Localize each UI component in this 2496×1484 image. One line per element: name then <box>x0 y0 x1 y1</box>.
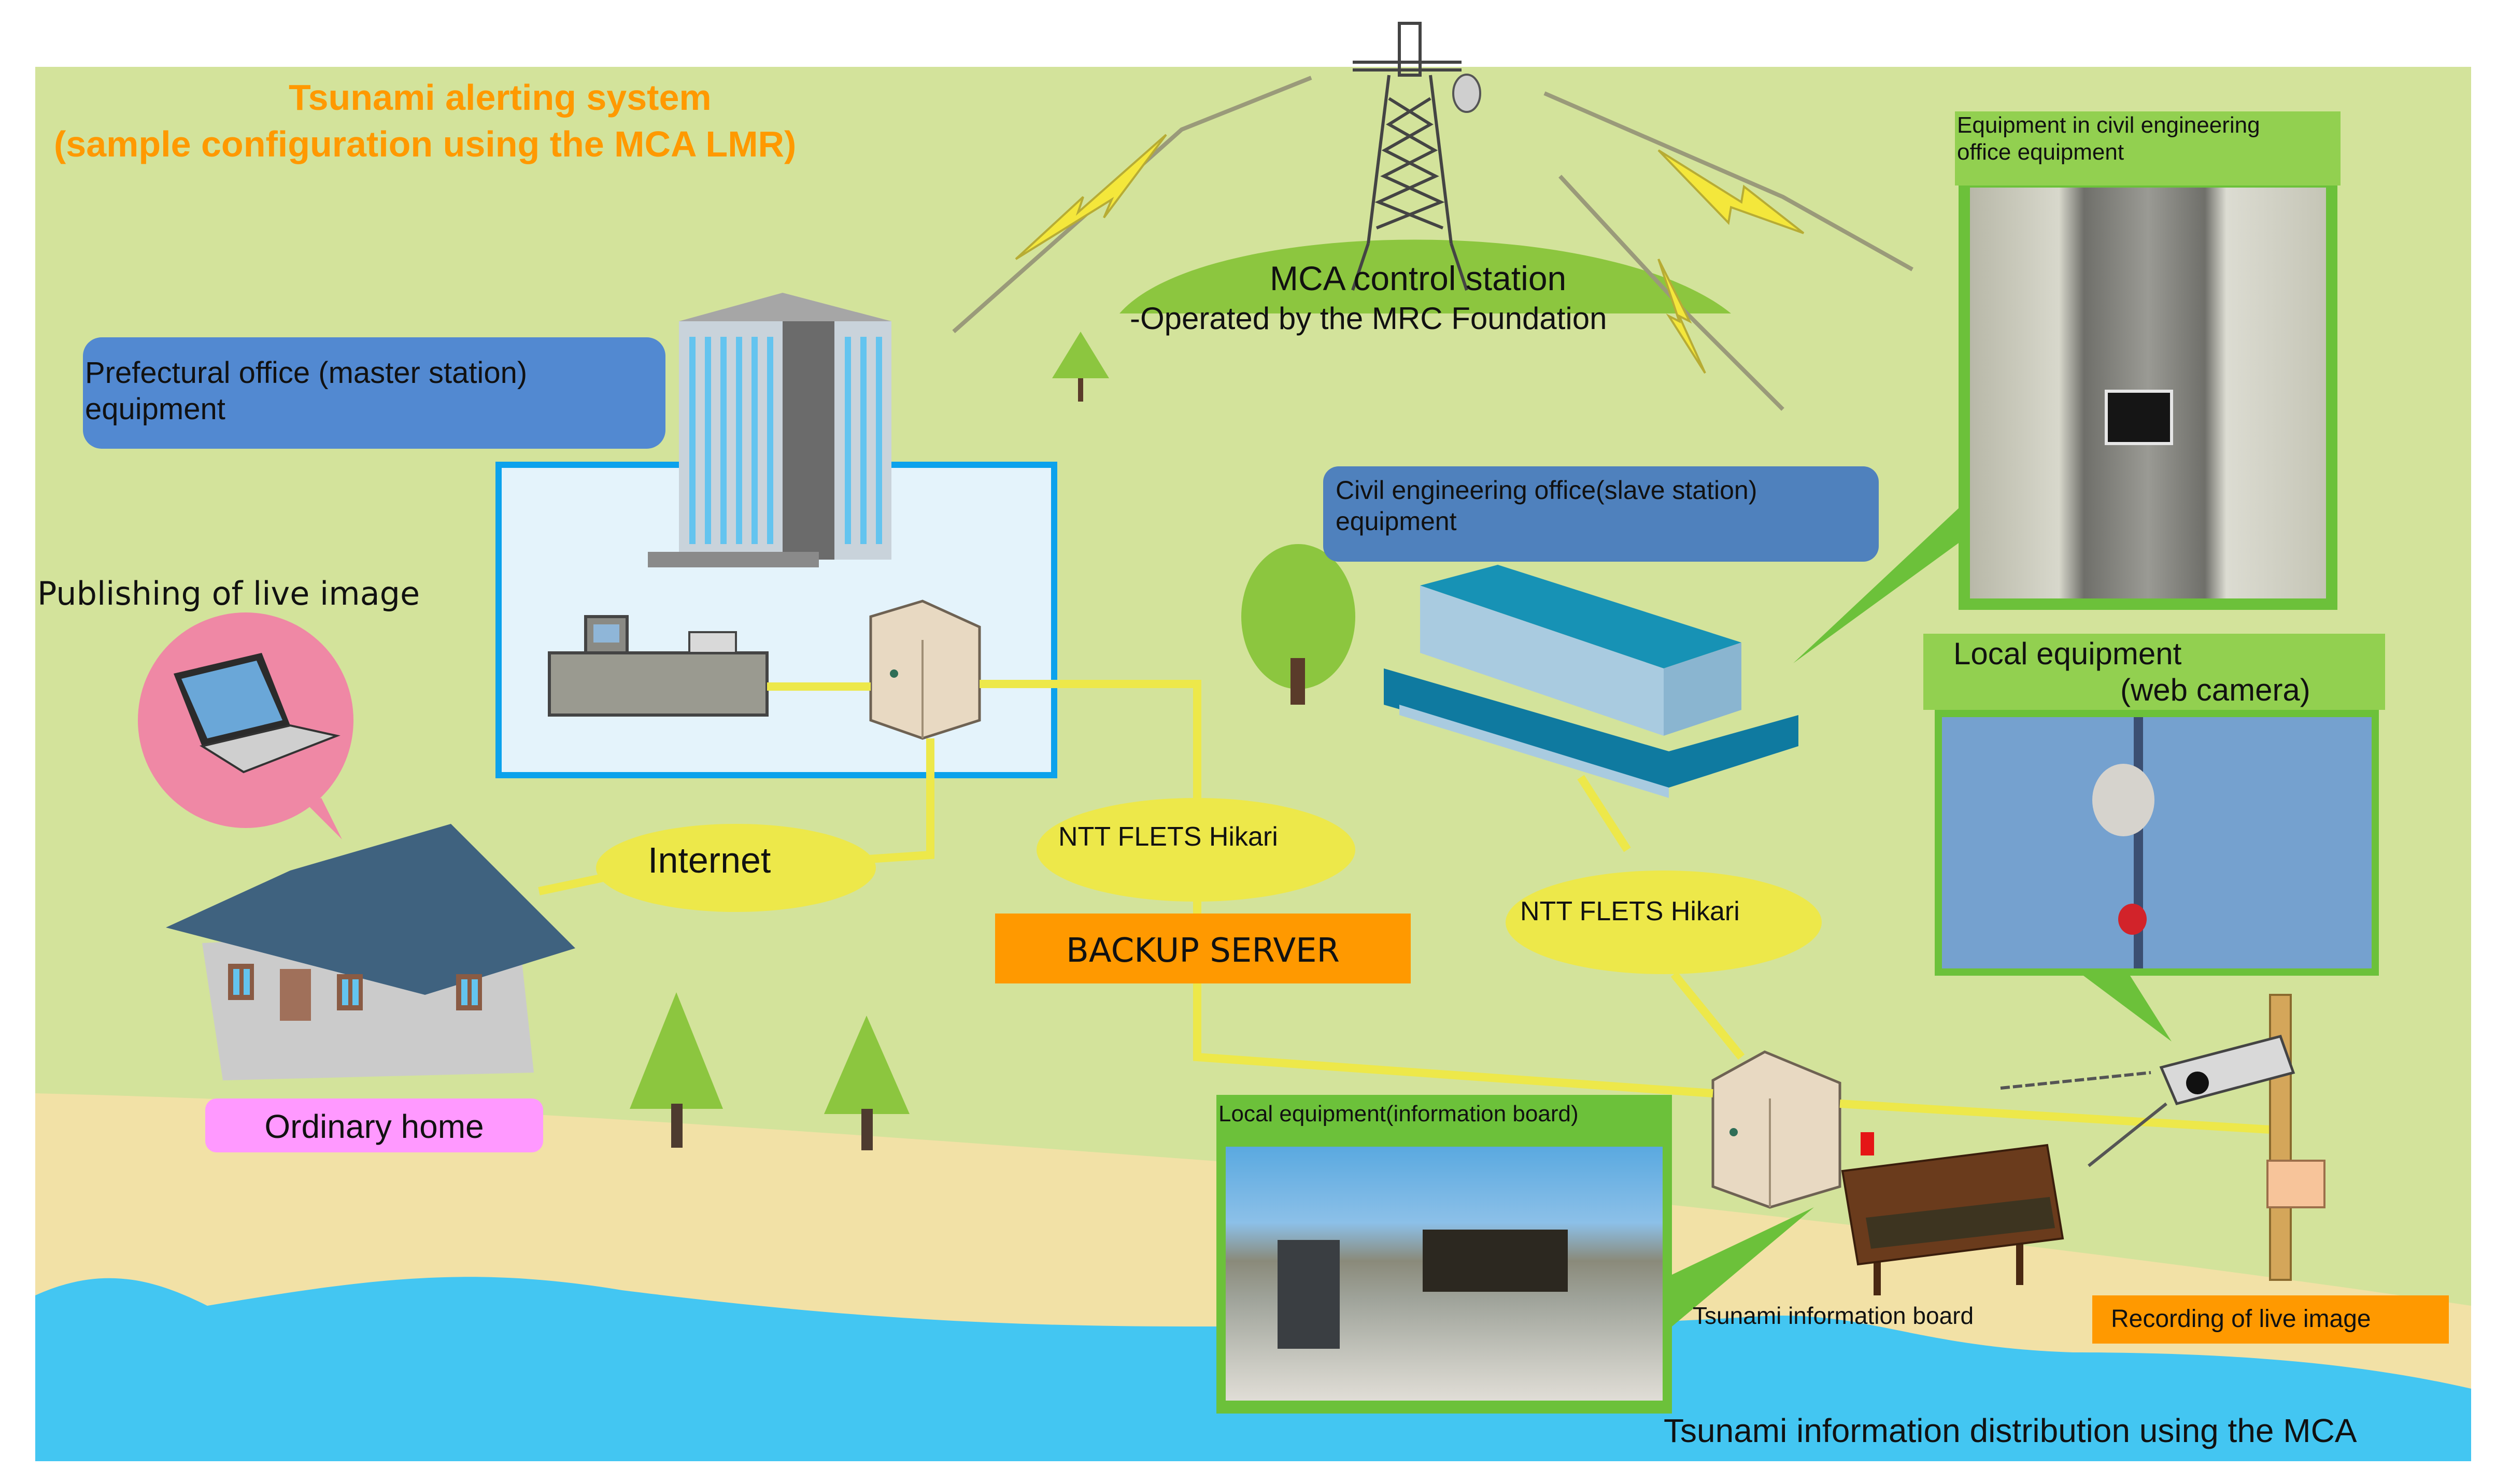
lightning-icon-left <box>1015 134 1167 260</box>
rack-monitor <box>2105 390 2173 445</box>
ntt-flets-left-label: NTT FLETS Hikari <box>1058 822 1278 852</box>
rack-photo-header: Equipment in civil engineering office eq… <box>1955 111 2341 186</box>
tower-dish-icon <box>1452 74 1481 113</box>
lightning-icon-center <box>1657 259 1706 374</box>
laptop-icon <box>174 653 341 774</box>
control-station-name: MCA control station <box>1270 259 1567 297</box>
prefectural-building-icon <box>648 293 891 567</box>
webcam-photo-dome <box>2092 764 2154 836</box>
radio-link-left <box>952 76 1312 333</box>
info-board-photo-sign <box>1423 1230 1568 1292</box>
civil-office-label-line1: Civil engineering office(slave station) <box>1336 476 1757 505</box>
recording-live-image-box: Recording of live image <box>2092 1295 2449 1344</box>
laptop-bubble-tail <box>306 798 342 839</box>
mca-tower-icon <box>1351 22 1468 291</box>
internet-node: Internet <box>596 824 876 912</box>
server-icon <box>869 600 981 740</box>
control-station-operator: -Operated by the MRC Foundation <box>1130 301 1607 336</box>
webcam-photo-light <box>2118 904 2147 935</box>
webcam-photo <box>1935 710 2379 976</box>
security-camera-icon <box>2000 1035 2295 1167</box>
operator-console-icon <box>548 615 769 717</box>
tree-icon <box>824 1016 910 1150</box>
backup-server-box: BACKUP SERVER <box>995 914 1411 983</box>
rack-callout-tail <box>1793 508 1964 663</box>
publishing-live-image-label: Publishing of live image <box>37 575 420 612</box>
prefectural-office-label: Prefectural office (master station) equi… <box>83 337 665 449</box>
rack-photo-label-line1: Equipment in civil engineering <box>1957 112 2260 138</box>
webcam-label-line1: Local equipment <box>1953 636 2182 671</box>
webcam-callout-tail <box>2083 976 2172 1041</box>
info-board-photo-label: Local equipment(information board) <box>1218 1101 1579 1126</box>
tree-icon <box>1241 544 1355 705</box>
civil-office-label-line2: equipment <box>1336 507 1457 536</box>
tsunami-info-board-icon <box>1841 1132 2064 1295</box>
info-board-photo-cabinet <box>1278 1240 1340 1349</box>
internet-node-label: Internet <box>648 840 771 880</box>
civil-office-building-icon <box>1384 565 1798 798</box>
recording-live-image-label: Recording of live image <box>2111 1305 2371 1333</box>
webcam-photo-image <box>1942 717 2372 968</box>
ntt-flets-node-right: NTT FLETS Hikari <box>1506 871 1822 974</box>
rack-photo <box>1959 186 2337 610</box>
tree-icon <box>630 992 723 1148</box>
ordinary-home-icon <box>166 824 575 1080</box>
ntt-flets-right-label: NTT FLETS Hikari <box>1520 896 1740 926</box>
ordinary-home-label: Ordinary home <box>205 1098 543 1152</box>
prefectural-office-label-line1: Prefectural office (master station) <box>85 356 528 390</box>
backup-server-label: BACKUP SERVER <box>1066 932 1340 970</box>
ntt-flets-node-left: NTT FLETS Hikari <box>1037 798 1355 902</box>
ordinary-home-label-text: Ordinary home <box>264 1108 484 1145</box>
infoboard-callout-tail <box>1672 1207 1814 1326</box>
hill <box>1119 239 1731 313</box>
diagram-title-line2: (sample configuration using the MCA LMR) <box>54 124 797 164</box>
prefectural-office-label-line2: equipment <box>85 392 225 426</box>
webcam-label-line2: (web camera) <box>2120 673 2310 707</box>
rack-photo-label-line2: office equipment <box>1957 139 2124 165</box>
webcam-photo-header: Local equipment (web camera) <box>1923 634 2385 710</box>
info-board-photo-image <box>1226 1147 1663 1401</box>
civil-office-label: Civil engineering office(slave station) … <box>1323 466 1879 562</box>
tsunami-info-board-label: Tsunami information board <box>1693 1302 1974 1329</box>
diagram-title-line1: Tsunami alerting system <box>289 77 712 118</box>
rack-photo-image <box>1970 188 2326 598</box>
tree-icon <box>1052 332 1109 402</box>
lightning-icon-right <box>1657 149 1805 234</box>
distribution-caption: Tsunami information distribution using t… <box>1664 1412 2357 1449</box>
server-icon <box>1711 1050 1841 1209</box>
info-board-photo: Local equipment(information board) <box>1216 1095 1672 1414</box>
